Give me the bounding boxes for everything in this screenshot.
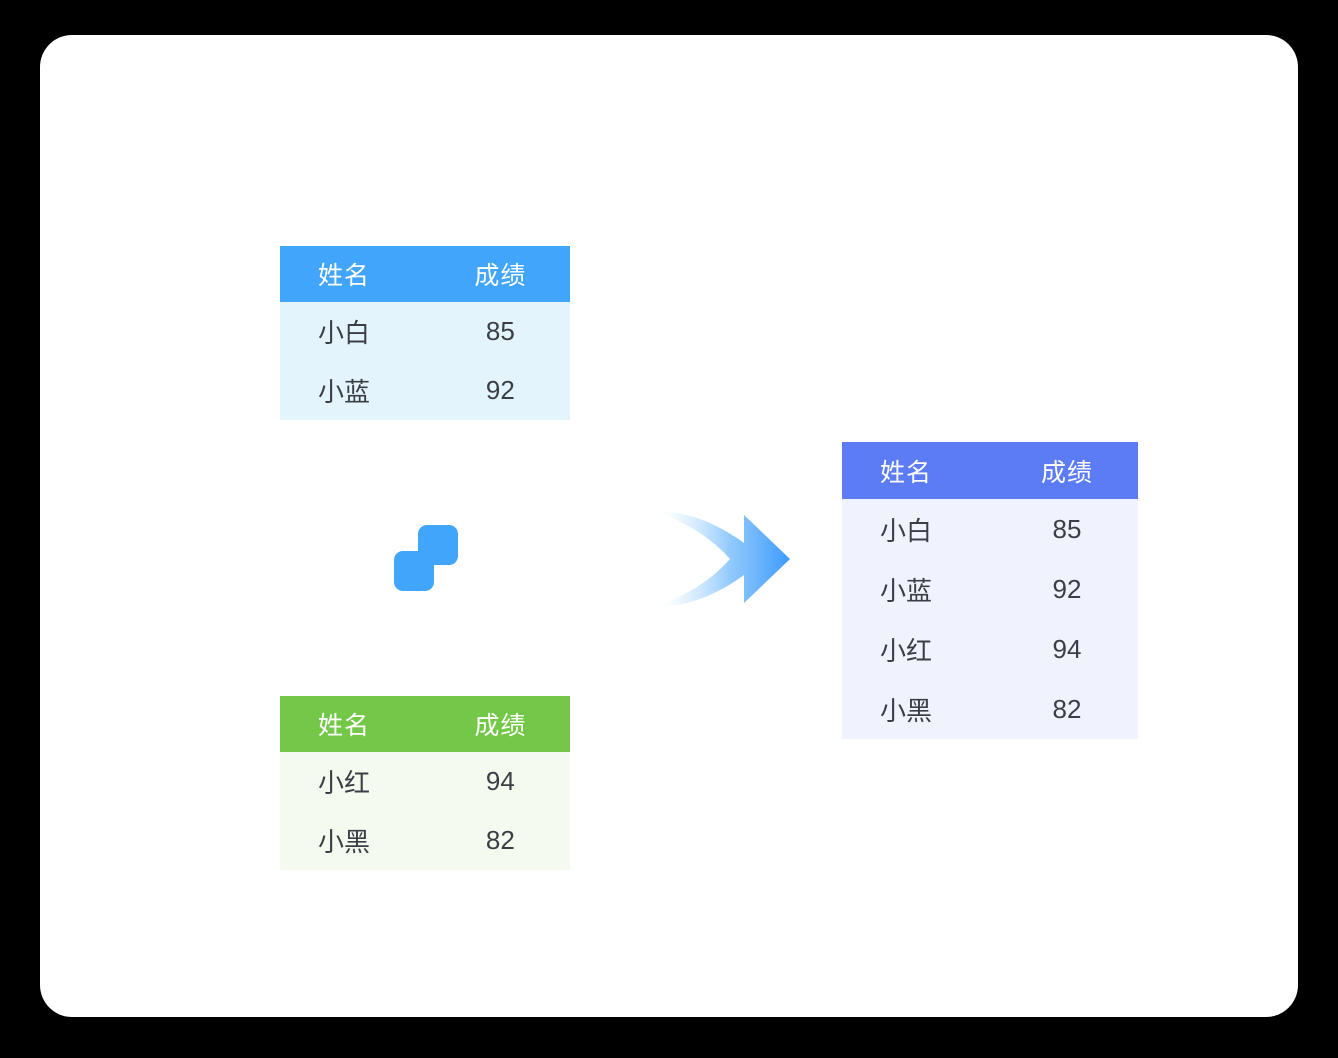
merge-tables-icon bbox=[394, 525, 458, 591]
cell-score: 92 bbox=[1052, 573, 1082, 604]
source-table-b-header-name: 姓名 bbox=[318, 712, 371, 740]
result-table-header-score: 成绩 bbox=[1040, 458, 1093, 487]
cell-score: 85 bbox=[1052, 513, 1082, 544]
cell-score: 85 bbox=[485, 316, 515, 346]
cell-name: 小蓝 bbox=[880, 575, 933, 606]
cell-name: 小红 bbox=[318, 768, 371, 798]
table-row: 小红 94 bbox=[280, 752, 570, 811]
cell-name: 小白 bbox=[318, 318, 371, 348]
table-row: 小蓝 92 bbox=[842, 559, 1138, 619]
source-table-a-body: 小白 85 小蓝 92 bbox=[280, 302, 570, 420]
source-table-a: 姓名 成绩 小白 85 小蓝 92 bbox=[280, 246, 570, 420]
cell-score: 92 bbox=[485, 375, 515, 405]
table-row: 小黑 82 bbox=[280, 811, 570, 870]
result-table-header-name: 姓名 bbox=[880, 458, 933, 487]
table-row: 小白 85 bbox=[842, 499, 1138, 559]
cell-score: 94 bbox=[485, 766, 515, 796]
result-table-header-row: 姓名 成绩 bbox=[842, 442, 1138, 499]
source-table-b: 姓名 成绩 小红 94 小黑 82 bbox=[280, 696, 570, 870]
result-table: 姓名 成绩 小白 85 小蓝 92 小红 94 小黑 82 bbox=[842, 442, 1138, 739]
result-table-body: 小白 85 小蓝 92 小红 94 小黑 82 bbox=[842, 499, 1138, 739]
source-table-b-header-row: 姓名 成绩 bbox=[280, 696, 570, 752]
content-card: 姓名 成绩 小白 85 小蓝 92 姓名 成绩 bbox=[40, 35, 1298, 1017]
source-table-a-header-score: 成绩 bbox=[474, 262, 527, 290]
table-row: 小黑 82 bbox=[842, 679, 1138, 739]
source-table-a-header-row: 姓名 成绩 bbox=[280, 246, 570, 302]
cell-name: 小黑 bbox=[880, 695, 933, 726]
cell-name: 小白 bbox=[880, 515, 933, 546]
table-row: 小白 85 bbox=[280, 302, 570, 361]
source-table-b-header-score: 成绩 bbox=[474, 712, 527, 740]
cell-score: 82 bbox=[1052, 693, 1082, 724]
table-row: 小红 94 bbox=[842, 619, 1138, 679]
cell-name: 小黑 bbox=[318, 827, 371, 857]
source-table-b-body: 小红 94 小黑 82 bbox=[280, 752, 570, 870]
source-table-a-header-name: 姓名 bbox=[318, 262, 371, 290]
cell-score: 94 bbox=[1052, 633, 1082, 664]
table-row: 小蓝 92 bbox=[280, 361, 570, 420]
cell-score: 82 bbox=[485, 825, 515, 855]
cell-name: 小红 bbox=[880, 635, 933, 666]
flow-arrow-right-icon bbox=[652, 503, 802, 615]
cell-name: 小蓝 bbox=[318, 377, 371, 407]
